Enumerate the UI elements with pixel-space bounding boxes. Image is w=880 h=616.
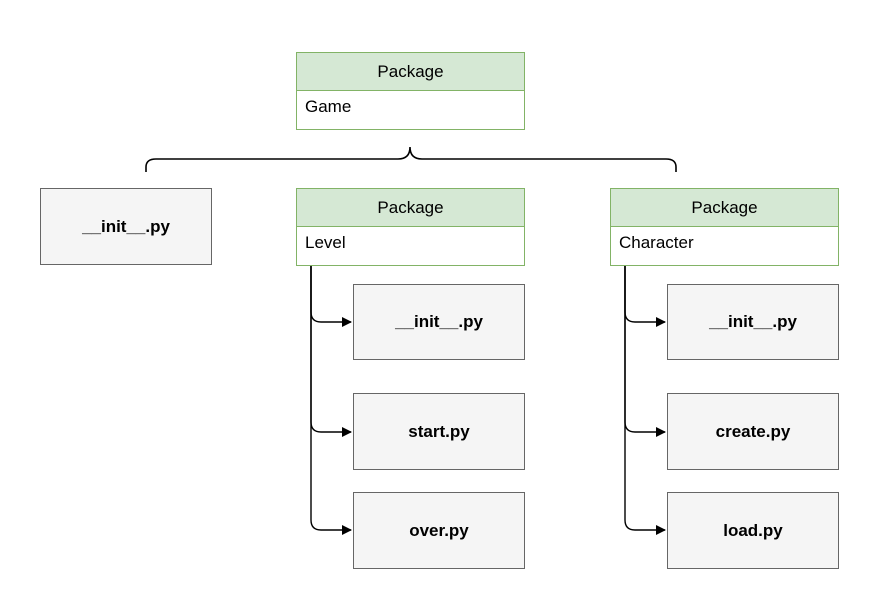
file-level-start[interactable]: start.py (353, 393, 525, 470)
connector-level-init (310, 266, 352, 327)
package-level-name: Level (305, 233, 346, 252)
connector-character-load (624, 266, 666, 535)
connector-level-start (310, 266, 352, 437)
file-character-create[interactable]: create.py (667, 393, 839, 470)
file-character-load[interactable]: load.py (667, 492, 839, 569)
connector-character-init (624, 266, 666, 327)
file-character-init[interactable]: __init__.py (667, 284, 839, 360)
file-level-over[interactable]: over.py (353, 492, 525, 569)
package-level-header: Package (297, 189, 524, 227)
connector-level-over (310, 266, 352, 535)
package-game-header: Package (297, 53, 524, 91)
file-root-init[interactable]: __init__.py (40, 188, 212, 265)
package-character[interactable]: Package Character (610, 188, 839, 266)
package-game-name: Game (305, 97, 352, 116)
file-level-init[interactable]: __init__.py (353, 284, 525, 360)
curly-brace (145, 146, 677, 172)
package-character-header: Package (611, 189, 838, 227)
connector-character-create (624, 266, 666, 437)
package-game[interactable]: Package Game (296, 52, 525, 130)
package-character-name: Character (619, 233, 694, 252)
package-level[interactable]: Package Level (296, 188, 525, 266)
